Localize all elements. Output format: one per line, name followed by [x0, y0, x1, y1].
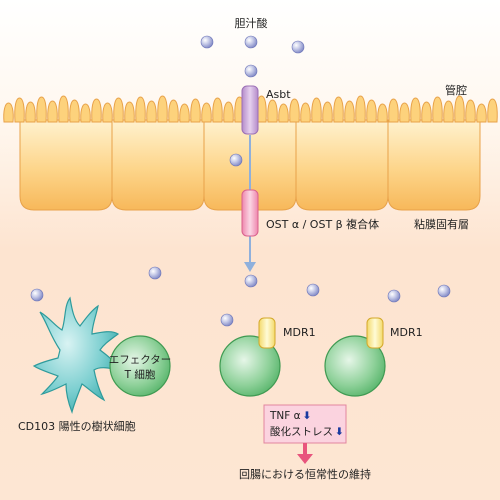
tnf-alpha-text: TNF α [270, 410, 301, 422]
effector-t-cell-label-line1: エフェクター [108, 354, 172, 366]
bile-acid-molecules [30, 35, 451, 327]
bile-acid-molecule [306, 283, 320, 297]
microvillus [399, 102, 410, 123]
microvillus [47, 100, 58, 123]
mdr1-label-right: MDR1 [390, 326, 423, 339]
microvillus [212, 97, 223, 123]
microvillus [410, 97, 421, 123]
bile-acid-molecule [220, 313, 234, 327]
microvillus [366, 99, 377, 123]
bile-acid-molecule [387, 289, 401, 303]
t-cell-mdr1-right [324, 335, 386, 397]
microvillus [388, 98, 399, 123]
microvillus [58, 95, 69, 123]
t-cell-mdr1-left [219, 335, 281, 397]
microvillus [69, 99, 80, 123]
microvillus [223, 101, 234, 123]
bile-acid-molecule [148, 266, 162, 280]
microvillus [454, 95, 465, 123]
microvillus [157, 95, 168, 123]
microvillus [377, 103, 388, 123]
bile-acid-molecule [291, 40, 305, 54]
epithelial-cell [111, 119, 205, 211]
effects-line-tnf: TNF α⬇ [270, 409, 311, 423]
microvilli [3, 95, 498, 123]
microvillus [432, 96, 443, 123]
lumen-label: 管腔 [445, 84, 467, 97]
ost-complex-label: OST α / OST β 複合体 [266, 218, 380, 231]
microvillus [355, 95, 366, 123]
microvillus [421, 101, 432, 123]
microvillus [25, 101, 36, 123]
microvillus [344, 100, 355, 123]
microvillus [124, 101, 135, 123]
microvillus [135, 96, 146, 123]
microvillus [179, 103, 190, 123]
down-arrow-icon: ⬇ [335, 426, 344, 438]
microvillus [168, 99, 179, 123]
transport-arrow-head [244, 262, 256, 272]
bile-acid-molecule [229, 153, 243, 167]
microvillus [443, 100, 454, 123]
microvillus [113, 97, 124, 123]
microvillus [487, 98, 498, 123]
mdr1-transporter-right [366, 317, 384, 349]
microvillus [80, 103, 91, 123]
asbt-label: Asbt [266, 88, 291, 101]
dendritic-cell-label: CD103 陽性の樹状細胞 [18, 420, 136, 433]
microvillus [289, 98, 300, 123]
mdr1-label-left: MDR1 [283, 326, 316, 339]
bile-acid-label: 胆汁酸 [234, 17, 268, 30]
epithelial-cell [295, 119, 389, 211]
microvillus [267, 99, 278, 123]
microvillus [322, 101, 333, 123]
microvillus [311, 97, 322, 123]
effector-t-cell-label-line2: T 細胞 [124, 369, 156, 381]
microvillus [91, 98, 102, 123]
epithelial-cell [19, 119, 113, 211]
mdr1-transporter-left [258, 317, 276, 349]
bile-acid-molecule [30, 288, 44, 302]
bile-acid-molecule [200, 35, 214, 49]
microvillus [146, 100, 157, 123]
microvillus [201, 102, 212, 123]
microvillus [333, 96, 344, 123]
effects-box [263, 404, 347, 444]
ost-complex-transporter [241, 189, 259, 237]
bile-acid-molecule [244, 35, 258, 49]
effects-line-oxidative: 酸化ストレス⬇ [270, 425, 344, 439]
bile-acid-molecule [437, 284, 451, 298]
microvillus [476, 103, 487, 123]
oxidative-stress-text: 酸化ストレス [270, 426, 333, 438]
microvillus [36, 96, 47, 123]
effector-t-cell [109, 335, 171, 397]
ileal-homeostasis-label: 回腸における恒常性の維持 [239, 468, 371, 481]
epithelial-cell [387, 119, 481, 211]
microvillus [465, 99, 476, 123]
microvillus [190, 98, 201, 123]
asbt-transporter [241, 85, 259, 135]
microvillus [300, 102, 311, 123]
bile-acid-molecule [244, 274, 258, 288]
microvillus [102, 102, 113, 123]
lamina-propria-label: 粘膜固有層 [414, 218, 469, 231]
outcome-arrow-head [297, 454, 313, 464]
microvillus [3, 102, 14, 123]
microvillus [278, 103, 289, 123]
down-arrow-icon: ⬇ [302, 410, 312, 422]
bile-acid-molecule [244, 64, 258, 78]
microvillus [14, 97, 25, 123]
